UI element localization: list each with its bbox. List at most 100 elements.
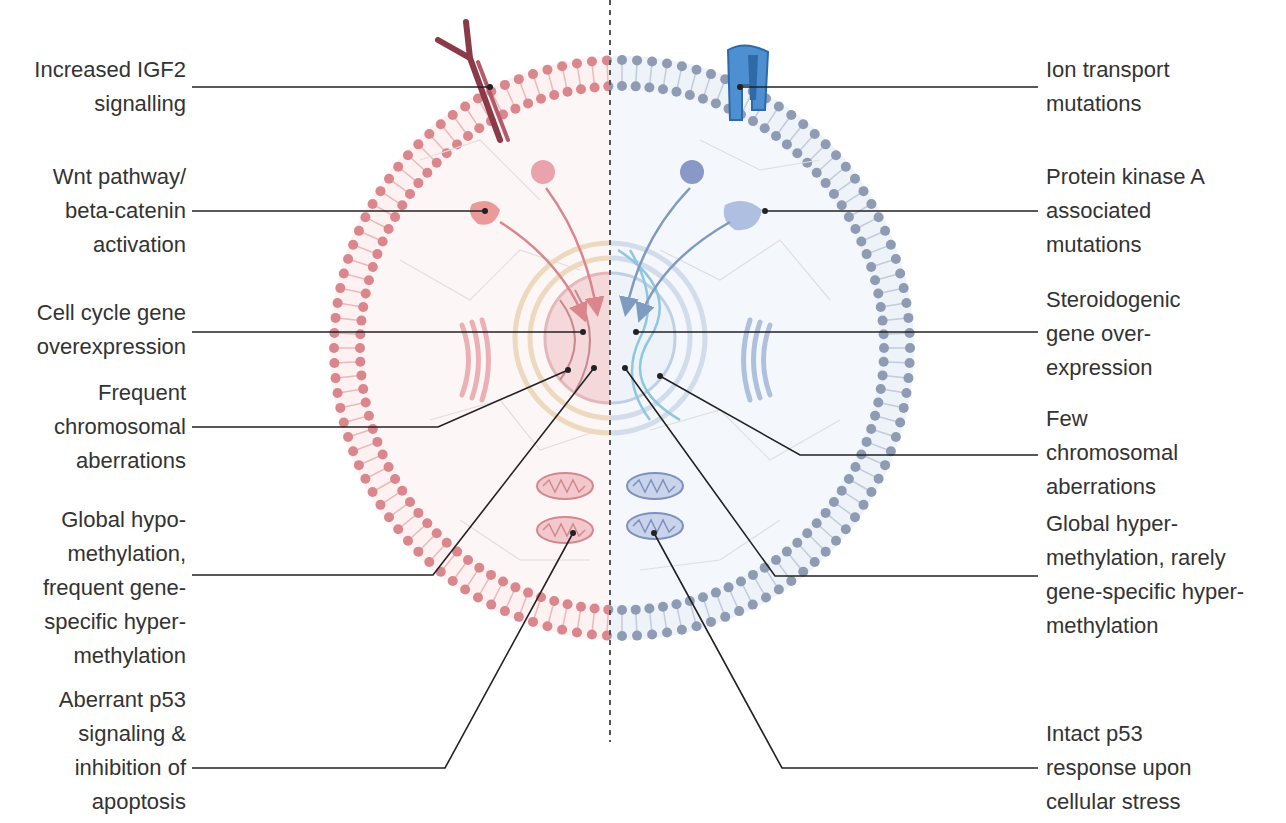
lipid-head	[405, 189, 415, 199]
lipid-head	[774, 585, 784, 595]
lipid-head	[393, 524, 403, 534]
lipid-head	[850, 174, 860, 184]
lipid-tail	[341, 390, 359, 393]
lipid-head	[810, 557, 820, 567]
lipid-head	[603, 81, 610, 91]
lipid-head	[355, 357, 365, 367]
lipid-tail	[810, 536, 823, 549]
lipid-head	[536, 94, 546, 104]
ion-channel	[728, 45, 768, 120]
lipid-tail	[743, 95, 751, 111]
lipid-head	[878, 370, 888, 380]
lipid-head	[364, 411, 374, 421]
lipid-tail	[534, 78, 540, 95]
lipid-head	[514, 74, 524, 84]
lipid-tail	[369, 469, 385, 477]
lipid-tail	[341, 304, 359, 307]
leader-lines	[192, 87, 1038, 768]
lipid-head	[590, 604, 600, 614]
lipid-tail	[467, 110, 477, 125]
lipid-head	[602, 55, 610, 65]
lipid-head	[850, 462, 860, 472]
lipid-head	[617, 81, 627, 91]
lipid-tail	[506, 591, 513, 607]
lipid-tail	[621, 64, 623, 82]
lipid-head	[424, 129, 434, 139]
lipid-tail	[363, 232, 379, 239]
lipid-head	[448, 576, 458, 586]
lipid-head	[335, 283, 345, 293]
lipid-head	[841, 162, 851, 172]
lipid-head	[711, 588, 721, 598]
lipid-head	[474, 123, 484, 133]
lipid-tail	[865, 456, 881, 463]
lipid-tail	[480, 578, 489, 594]
lipid-head	[348, 240, 358, 250]
callout-label: Aberrant p53 signaling & inhibition of a…	[11, 683, 186, 819]
lipid-head	[632, 631, 642, 641]
lipid-head	[528, 69, 538, 79]
lipid-tail	[563, 608, 567, 626]
lipid-head	[358, 384, 368, 394]
lipid-tail	[829, 169, 843, 180]
lipid-head	[658, 84, 668, 94]
lipid-head	[563, 87, 573, 97]
lipid-head	[384, 174, 394, 184]
callout-label: Cell cycle gene overexpression	[11, 296, 186, 364]
lipid-tail	[888, 361, 906, 363]
callout-label: Global hyper-methylation, rarely gene-sp…	[1046, 507, 1251, 643]
lipid-head	[850, 224, 860, 234]
lipid-head	[329, 328, 339, 338]
lipid-head	[523, 98, 533, 108]
lipid-head	[360, 212, 370, 222]
lipid-head	[460, 101, 470, 111]
lipid-tail	[635, 64, 637, 82]
lipid-tail	[592, 613, 594, 631]
lipid-head	[549, 596, 559, 606]
lipid-head	[671, 87, 681, 97]
lipid-head	[486, 570, 496, 580]
lipid-head	[880, 460, 890, 470]
lipid-head	[905, 358, 915, 368]
lipid-tail	[810, 147, 823, 160]
lipid-head	[617, 605, 627, 615]
lipid-head	[644, 82, 654, 92]
lipid-tail	[865, 232, 881, 239]
lipid-head	[339, 268, 349, 278]
lipid-tail	[789, 127, 800, 141]
lipid-tail	[455, 118, 466, 133]
lipid-tail	[887, 376, 905, 378]
cell-left-half	[329, 55, 610, 641]
lipid-tail	[344, 289, 362, 293]
lipid-head	[647, 57, 657, 67]
lipid-head	[403, 536, 413, 546]
lipid-tail	[606, 64, 608, 82]
lipid-head	[903, 313, 913, 323]
lipid-head	[880, 226, 890, 236]
lipid-head	[859, 500, 869, 510]
lipid-head	[368, 262, 378, 272]
lipid-head	[891, 254, 901, 264]
lipid-tail	[870, 246, 887, 252]
lipid-head	[384, 462, 394, 472]
lipid-tail	[650, 66, 652, 84]
lipid-tail	[704, 78, 710, 95]
lipid-head	[510, 582, 520, 592]
lipid-tail	[717, 83, 723, 100]
lipid-head	[632, 55, 642, 65]
lipid-tail	[384, 493, 399, 503]
lipid-tail	[363, 456, 379, 463]
lipid-tail	[875, 260, 892, 266]
lipid-head	[901, 298, 911, 308]
lipid-head	[368, 199, 378, 209]
lipid-head	[329, 343, 339, 353]
lipid-head	[829, 189, 839, 199]
lipid-head	[774, 101, 784, 111]
lipid-head	[498, 576, 508, 586]
lipid-tail	[392, 181, 407, 192]
lipid-tail	[829, 515, 843, 526]
lipid-head	[899, 283, 909, 293]
lipid-tail	[820, 158, 833, 170]
lipid-head	[706, 617, 716, 627]
lipid-head	[631, 81, 641, 91]
